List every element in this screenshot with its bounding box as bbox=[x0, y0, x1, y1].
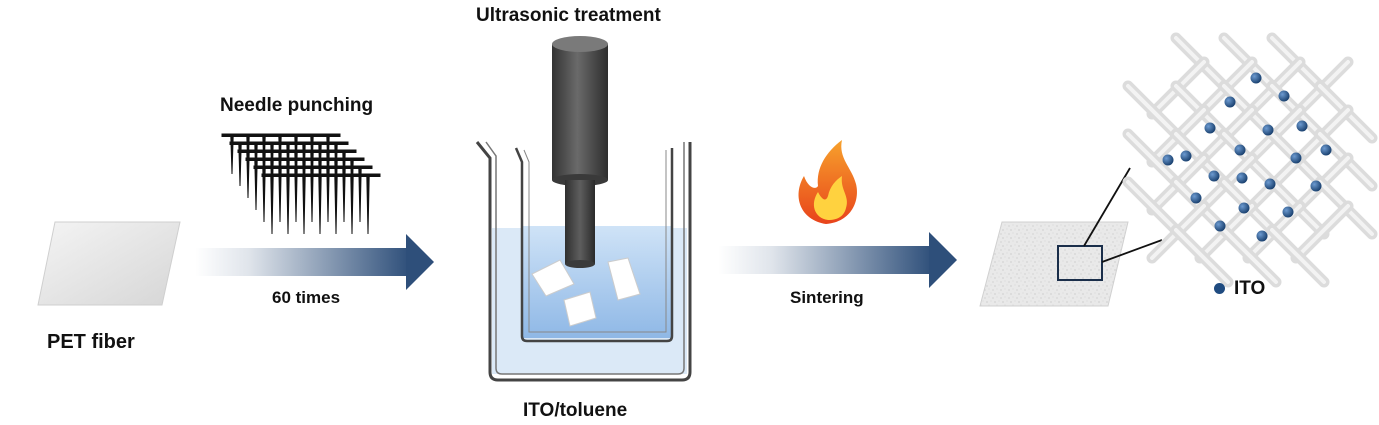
needle bbox=[262, 167, 266, 223]
needle bbox=[302, 175, 306, 235]
needle bbox=[334, 175, 338, 235]
needle bbox=[318, 175, 322, 235]
pet-fiber-label: PET fiber bbox=[47, 331, 135, 353]
needle bbox=[278, 167, 282, 223]
process-arrow-1 bbox=[195, 234, 434, 290]
needle bbox=[286, 175, 290, 235]
fiber-rod-highlight bbox=[1222, 228, 1278, 284]
needle bbox=[366, 175, 370, 235]
needle bbox=[230, 135, 234, 175]
needle bbox=[246, 151, 250, 199]
ito-particle bbox=[1234, 144, 1246, 156]
process-arrow-2 bbox=[718, 232, 957, 288]
needle bbox=[270, 175, 274, 235]
fiber-rod-highlight bbox=[1126, 132, 1182, 188]
needle bbox=[254, 159, 258, 211]
ito-particle bbox=[1256, 230, 1268, 242]
ito-particle bbox=[1282, 206, 1294, 218]
ito-particle bbox=[1224, 96, 1236, 108]
fiber-mesh-icon bbox=[1122, 32, 1378, 288]
needle bbox=[238, 143, 242, 187]
ito-legend-label: ITO bbox=[1234, 278, 1266, 299]
ito-particle bbox=[1214, 220, 1226, 232]
needle bbox=[342, 167, 346, 223]
ito-particle bbox=[1278, 90, 1290, 102]
fiber-rod-highlight bbox=[1270, 228, 1326, 284]
ito-particle bbox=[1208, 170, 1220, 182]
needle bbox=[310, 167, 314, 223]
sintering-label: Sintering bbox=[790, 288, 864, 307]
ito-particle bbox=[1190, 192, 1202, 204]
needle bbox=[358, 167, 362, 223]
ito-particle bbox=[1180, 150, 1192, 162]
ultrasonic-treatment-label: Ultrasonic treatment bbox=[476, 5, 661, 26]
ito-particle bbox=[1264, 178, 1276, 190]
fiber-rod-highlight bbox=[1294, 204, 1350, 260]
ito-particle bbox=[1290, 152, 1302, 164]
ito-particle bbox=[1162, 154, 1174, 166]
needle bbox=[350, 175, 354, 235]
ito-particle bbox=[1204, 122, 1216, 134]
sintered-sheet bbox=[979, 167, 1163, 307]
ito-particle bbox=[1250, 72, 1262, 84]
needle bbox=[326, 167, 330, 223]
ito-legend-dot bbox=[1214, 283, 1225, 294]
needle bbox=[294, 167, 298, 223]
ito-toluene-label: ITO/toluene bbox=[523, 400, 628, 421]
ito-particle bbox=[1310, 180, 1322, 192]
ito-particle bbox=[1262, 124, 1274, 136]
needle-punching-label: Needle punching bbox=[220, 95, 374, 116]
ito-particle bbox=[1238, 202, 1250, 214]
needle-array-icon bbox=[221, 133, 381, 235]
fiber-rod-highlight bbox=[1126, 180, 1182, 236]
ito-particle bbox=[1236, 172, 1248, 184]
ito-particle bbox=[1320, 144, 1332, 156]
pet-fiber-sheet bbox=[37, 221, 181, 306]
fiber-rod-highlight bbox=[1174, 228, 1230, 284]
ultrasonic-probe-icon bbox=[552, 36, 608, 268]
fiber-rod-highlight bbox=[1126, 84, 1182, 140]
flame-icon bbox=[798, 140, 857, 224]
ito-particle bbox=[1296, 120, 1308, 132]
times-label: 60 times bbox=[272, 288, 341, 307]
